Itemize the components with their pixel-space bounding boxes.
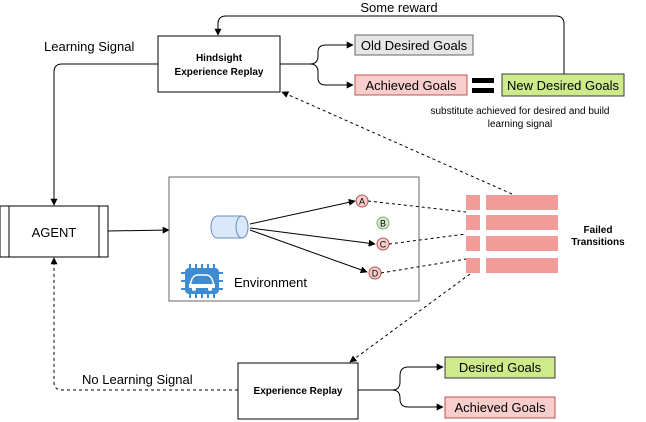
- env-arrow-a: [249, 198, 356, 225]
- failed-transitions-line2: Transitions: [571, 237, 625, 248]
- achieved-goals-top-box: [354, 74, 468, 96]
- svg-text:B: B: [380, 219, 386, 229]
- achieved-goals-top-label: Achieved Goals: [365, 78, 457, 93]
- learning-signal-label: Learning Signal: [44, 39, 134, 54]
- old-goals-box: [354, 34, 474, 56]
- her-title-line1: Hindsight: [196, 53, 243, 64]
- node-a: A: [355, 194, 369, 208]
- equals-bar-top: [472, 78, 494, 83]
- er-branch-top: [358, 363, 444, 391]
- agent-label: AGENT: [32, 225, 77, 240]
- er-branch-bottom: [358, 389, 444, 411]
- achieved-goals-bottom-label: Achieved Goals: [454, 400, 546, 415]
- node-c: C: [376, 237, 390, 251]
- svg-text:C: C: [380, 240, 387, 250]
- experience-replay-label: Experience Replay: [254, 386, 343, 397]
- dash-d: [380, 258, 467, 274]
- experience-replay-box: [237, 362, 359, 420]
- old-goals-label: Old Desired Goals: [361, 38, 468, 53]
- environment-label: Environment: [234, 275, 307, 290]
- failed-transitions-line1: Failed: [584, 225, 613, 236]
- equals-bar-bottom: [472, 88, 494, 93]
- svg-text:D: D: [372, 269, 379, 279]
- no-learning-signal-label: No Learning Signal: [82, 372, 193, 387]
- node-b: B: [376, 216, 390, 230]
- env-arrow-d: [249, 229, 368, 274]
- substitute-note-line2: learning signal: [488, 119, 553, 130]
- substitute-note-line1: substitute achieved for desired and buil…: [430, 106, 609, 117]
- environment-box: [168, 176, 420, 302]
- node-d: D: [368, 266, 382, 280]
- agent-box: [0, 205, 109, 258]
- learning-signal-arrow: [50, 63, 158, 206]
- failed-transitions-stack: [466, 195, 558, 273]
- her-box: [157, 35, 281, 93]
- dash-c: [388, 233, 467, 245]
- failed-to-er-arrow: [349, 273, 471, 363]
- no-learning-signal-arrow: [50, 257, 238, 391]
- desired-goals-box: [444, 356, 556, 379]
- car-chip-icon: [181, 264, 223, 298]
- desired-goals-label: Desired Goals: [459, 360, 542, 375]
- dash-a: [367, 200, 467, 213]
- svg-text:A: A: [359, 197, 365, 207]
- achieved-goals-bottom-box: [444, 396, 556, 419]
- agent-to-env-arrow: [107, 226, 170, 234]
- new-goals-box: [501, 73, 625, 97]
- her-title-line2: Experience Replay: [175, 67, 264, 78]
- cylinder-icon: [210, 215, 249, 239]
- some-reward-label: Some reward: [360, 0, 437, 15]
- her-branch-bottom: [280, 63, 354, 89]
- her-branch-top: [280, 41, 354, 65]
- new-goals-label: New Desired Goals: [507, 78, 619, 93]
- env-arrow-c: [249, 227, 376, 247]
- reward-arrow: [214, 15, 565, 74]
